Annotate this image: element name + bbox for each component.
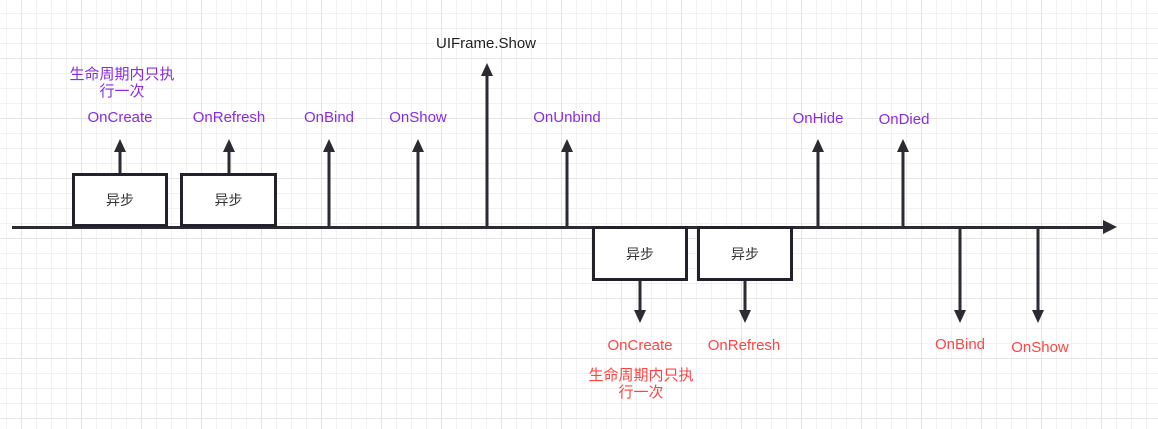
bottom-onbind-arrow-line [958, 229, 962, 310]
uiframe-show-title: UIFrame.Show [435, 35, 537, 52]
onunbind-arrowhead-icon [561, 139, 573, 152]
top-event-label-onhide: OnHide [792, 110, 844, 127]
bottom-event-label-onbind: OnBind [934, 336, 986, 353]
bottom-onrefresh-arrowhead-icon [739, 310, 751, 323]
async-box-bottom-oncreate: 异步 [592, 226, 688, 281]
ondied-arrow-line [901, 151, 905, 227]
oncreate-arrow-line [118, 151, 122, 173]
bottom-event-label-onrefresh: OnRefresh [707, 337, 781, 354]
onunbind-arrow-line [565, 151, 569, 227]
bottom-onrefresh-arrow-line [743, 281, 747, 310]
onbind-arrow-line [327, 151, 331, 227]
top-event-label-oncreate: OnCreate [87, 109, 153, 126]
top-once-note: 生命周期内只执 行一次 [69, 66, 175, 100]
bottom-event-label-onshow: OnShow [1011, 339, 1069, 356]
bottom-oncreate-arrow-line [638, 281, 642, 310]
oncreate-arrowhead-icon [114, 139, 126, 152]
onshow-arrow-line [416, 151, 420, 227]
bottom-oncreate-arrowhead-icon [634, 310, 646, 323]
timeline-axis [12, 226, 1104, 229]
timeline-axis-arrowhead-icon [1103, 220, 1117, 234]
async-box-label: 异步 [106, 192, 134, 208]
async-box-top-onrefresh: 异步 [180, 173, 277, 227]
top-event-label-onbind: OnBind [303, 109, 355, 126]
top-event-label-ondied: OnDied [878, 111, 930, 128]
async-box-top-oncreate: 异步 [72, 173, 168, 227]
top-event-label-onrefresh: OnRefresh [192, 109, 266, 126]
bottom-event-label-oncreate: OnCreate [607, 337, 673, 354]
async-box-bottom-onrefresh: 异步 [697, 226, 793, 281]
onhide-arrow-line [816, 151, 820, 227]
bottom-once-note: 生命周期内只执 行一次 [588, 367, 694, 401]
bottom-onbind-arrowhead-icon [954, 310, 966, 323]
onhide-arrowhead-icon [812, 139, 824, 152]
onbind-arrowhead-icon [323, 139, 335, 152]
bottom-onshow-arrowhead-icon [1032, 310, 1044, 323]
top-event-label-onshow: OnShow [389, 109, 447, 126]
onrefresh-arrow-line [227, 151, 231, 173]
async-box-label: 异步 [214, 192, 243, 208]
ondied-arrowhead-icon [897, 139, 909, 152]
uiframe-show-arrow-line [485, 75, 489, 227]
uiframe-show-arrowhead-icon [481, 63, 493, 76]
onrefresh-arrowhead-icon [223, 139, 235, 152]
async-box-label: 异步 [626, 245, 654, 262]
bottom-onshow-arrow-line [1036, 229, 1040, 310]
top-event-label-onunbind: OnUnbind [533, 109, 601, 126]
onshow-arrowhead-icon [412, 139, 424, 152]
async-box-label: 异步 [731, 245, 759, 262]
